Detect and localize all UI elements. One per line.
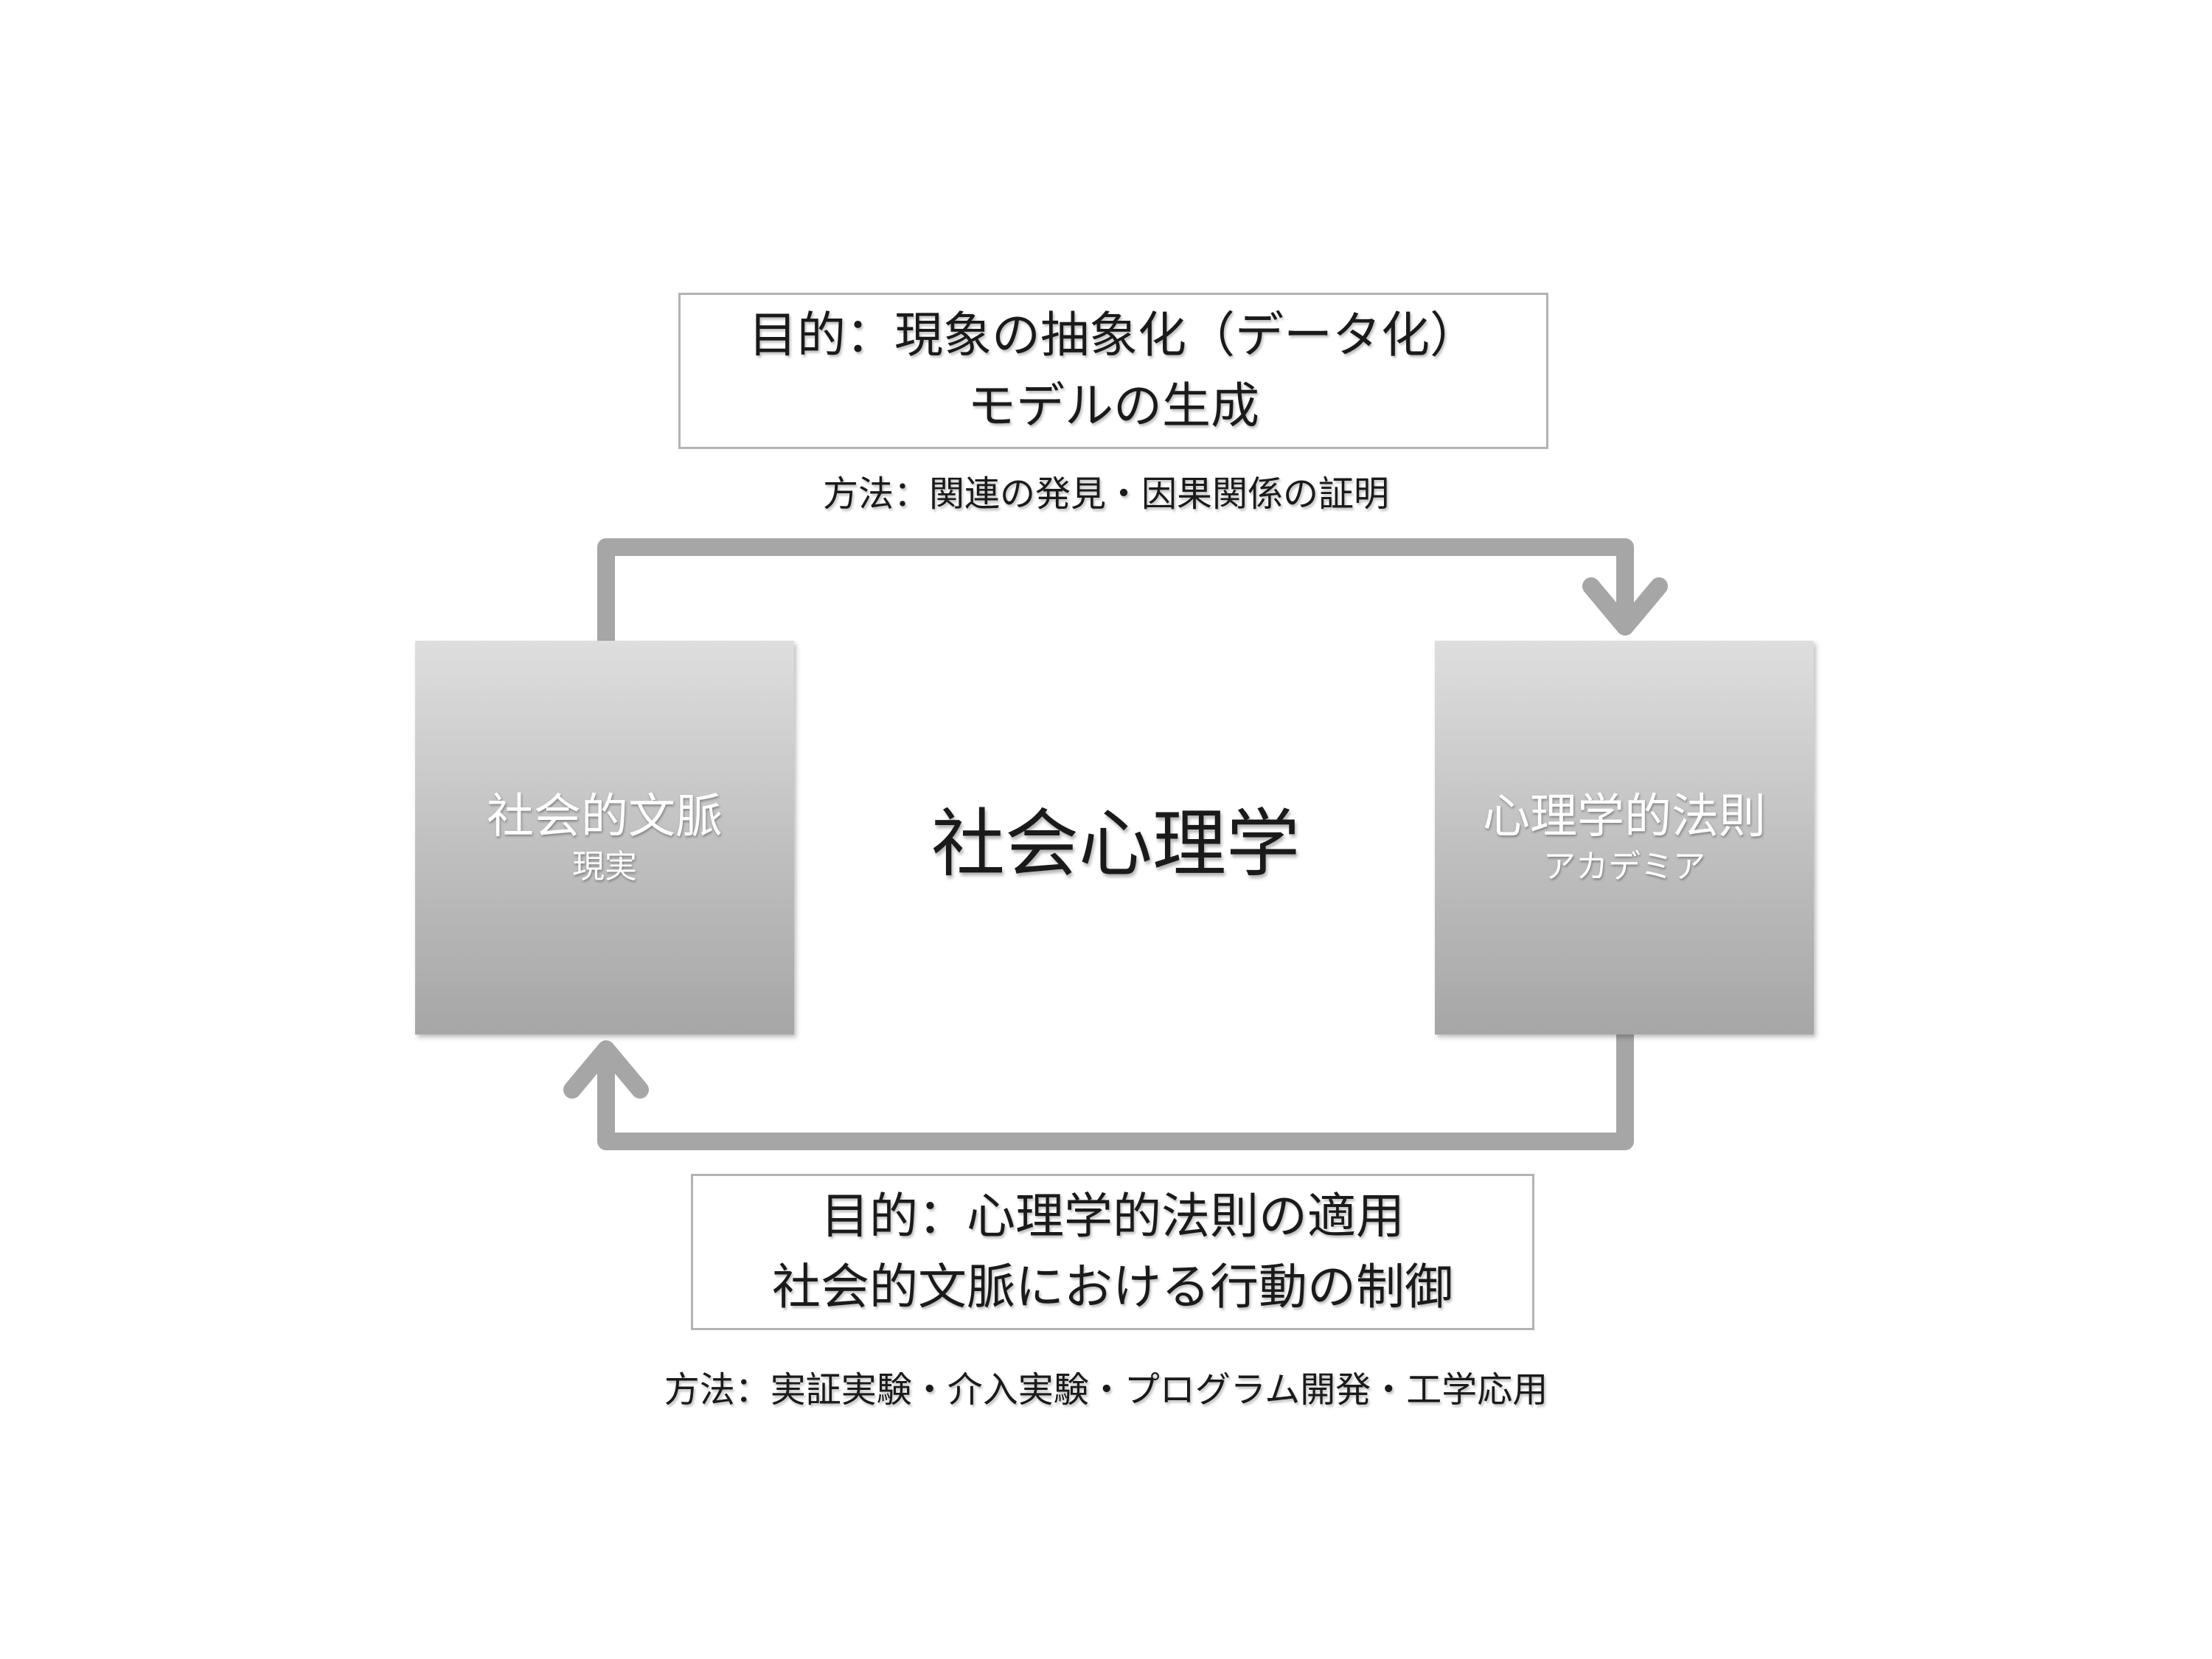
psychological-law-subtitle: アカデミア	[1543, 848, 1705, 886]
top-purpose-line-2: モデルの生成	[967, 378, 1259, 434]
bottom-connector-arrow	[597, 1034, 1634, 1150]
top-method-text: 方法：関連の発見・因果関係の証明	[822, 473, 1389, 515]
top-connector-arrow	[597, 538, 1634, 641]
center-title: 社会心理学	[931, 801, 1300, 887]
social-context-title: 社会的文脈	[487, 790, 723, 844]
bottom-method-text: 方法：実証実験・介入実験・プログラム開発・工学応用	[664, 1369, 1548, 1411]
bottom-purpose-line-2: 社会的文脈における行動の制御	[772, 1259, 1453, 1315]
social-context-subtitle: 現実	[572, 848, 637, 886]
psychological-law-title: 心理学的法則	[1483, 790, 1766, 844]
bottom-purpose-line-1: 目的：心理学的法則の適用	[821, 1188, 1405, 1245]
top-purpose-box: 目的：現象の抽象化（データ化） モデルの生成	[678, 293, 1548, 449]
social-context-node: 社会的文脈 現実	[415, 641, 794, 1034]
top-purpose-line-1: 目的：現象の抽象化（データ化）	[748, 307, 1478, 364]
psychological-law-node: 心理学的法則 アカデミア	[1435, 641, 1814, 1034]
bottom-purpose-box: 目的：心理学的法則の適用 社会的文脈における行動の制御	[691, 1174, 1534, 1330]
top-arrowhead	[1582, 577, 1668, 636]
bottom-arrowhead	[563, 1040, 649, 1099]
